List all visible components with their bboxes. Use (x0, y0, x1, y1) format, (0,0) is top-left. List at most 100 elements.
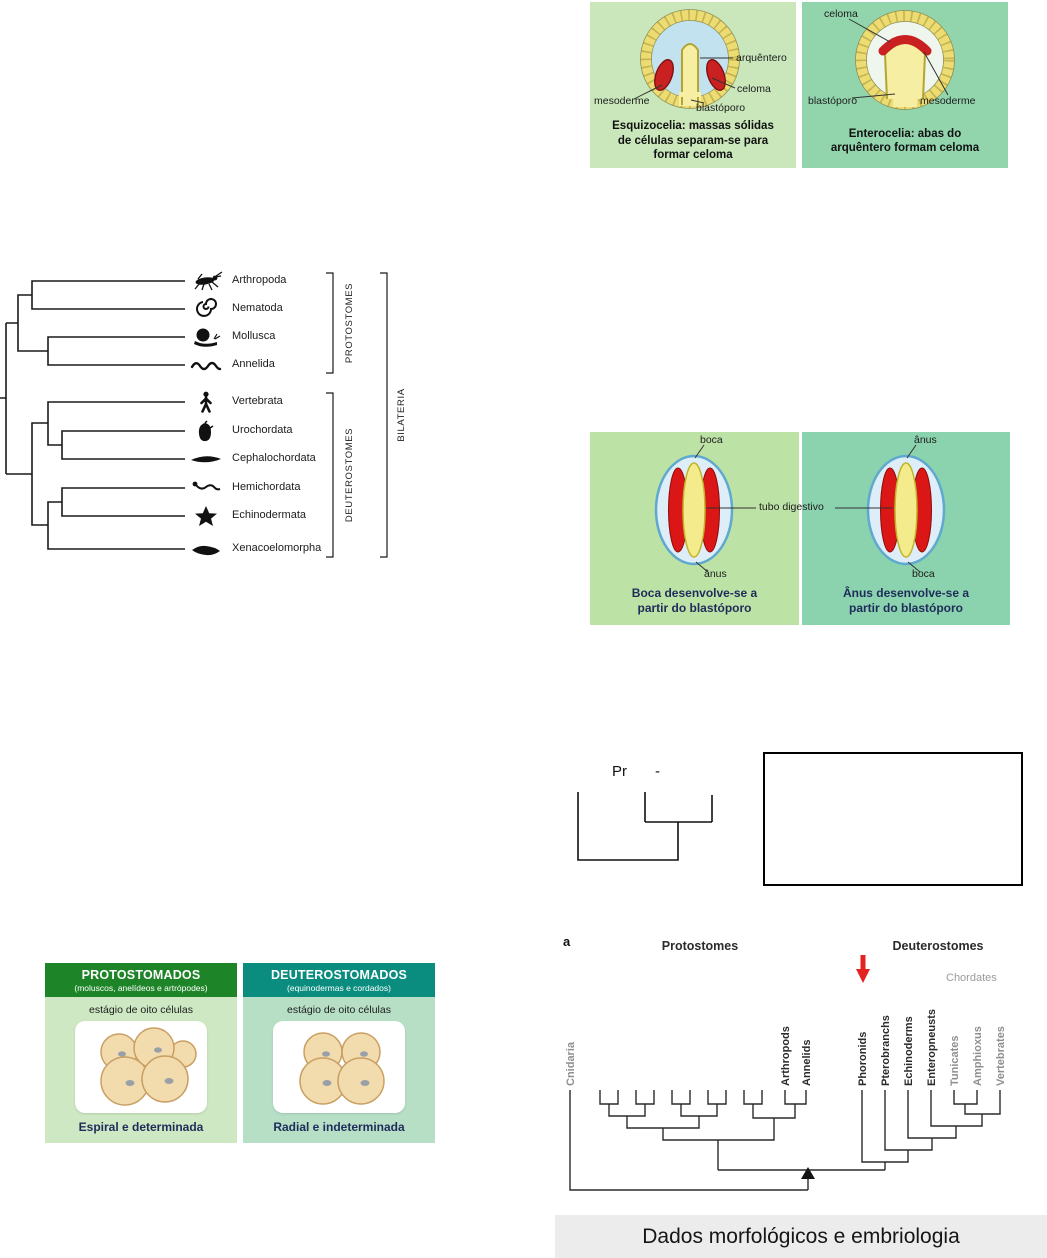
tip-label-amphioxus: Amphioxus (972, 1026, 984, 1086)
radial-caption: Radial e indeterminada (273, 1120, 405, 1134)
deuterostomados-subtitle: (equinodermas e cordados) (287, 982, 391, 993)
tip-label-arthropods: Arthropods (780, 1026, 792, 1086)
cleavage-figure: PROTOSTOMADOS (moluscos, anelídeos e art… (45, 963, 435, 1145)
archenteron-shape (681, 43, 699, 97)
enterocelia-panel: celoma blastóporo mesoderme Enterocelia:… (802, 2, 1008, 168)
coelom-pouches-shape (878, 35, 932, 56)
tip-label-cnidaria: Cnidaria (565, 1041, 577, 1086)
esquizocelia-caption: Esquizocelia: massas sólidas de células … (612, 119, 774, 162)
vertebrata-icon (200, 391, 212, 413)
taxon-label: Xenacoelomorpha (232, 542, 322, 554)
deuterostomes-group-label: DEUTEROSTOMES (344, 428, 355, 522)
radial-embryo-illustration (299, 1032, 385, 1105)
deuterostome-anus-panel: ânus boca Ânus desenvolve-se a partir do… (802, 432, 1010, 625)
red-arrow-icon (856, 955, 870, 983)
celoma-label: celoma (737, 83, 771, 95)
archenteron-shape (883, 42, 927, 100)
cephalochordata-icon (191, 456, 221, 463)
deuterostome-caption: Ânus desenvolve-se a partir do blastópor… (842, 585, 970, 616)
taxon-label: Arthropoda (232, 274, 287, 286)
deuterostomes-header: Deuterostomes (892, 939, 984, 953)
bilateria-cladogram-figure: PROTOSTOMES DEUTEROSTOMES BILATERIA Arth… (0, 265, 420, 570)
figure-caption-bar: Dados morfológicos e embriologia (555, 1215, 1047, 1258)
annotation-pr-text: Pr (612, 763, 627, 780)
protostomes-header: Protostomes (661, 939, 739, 953)
spiral-embryo-image (75, 1021, 207, 1113)
esquizocelia-panel: mesoderme celoma blastóporo arquêntero E… (590, 2, 796, 168)
tip-label-pterobranchs: Pterobranchs (880, 1015, 892, 1086)
esquizocelia-embryo-illustration (633, 9, 740, 109)
digestive-tube-shape (682, 462, 706, 558)
enterocelia-embryo-illustration (848, 10, 955, 110)
protostome-embryo-illustration (654, 444, 734, 573)
deuterostomados-header: DEUTEROSTOMADOS (equinodermas e cordados… (243, 963, 435, 997)
tip-label-annelids: Annelids (801, 1040, 813, 1086)
cladogram-tree-drawing: PROTOSTOMES DEUTEROSTOMES BILATERIA (0, 272, 407, 558)
mesoderme-label: mesoderme (920, 95, 976, 107)
blastopore-opening (679, 92, 701, 106)
taxon-label: Vertebrata (232, 395, 283, 407)
tip-label-tunicates: Tunicates (949, 1035, 961, 1086)
annotation-dash-text: - (655, 763, 660, 780)
mesoderm-mass-right (706, 59, 726, 91)
taxon-label: Nematoda (232, 302, 283, 314)
node-triangle-marker (801, 1167, 815, 1179)
protostomados-title: PROTOSTOMADOS (81, 967, 201, 982)
taxon-label: Echinodermata (232, 509, 306, 521)
taxon-label: Mollusca (232, 330, 276, 342)
stage-label: estágio de oito células (287, 1004, 391, 1016)
hand-annotation: Pr - (575, 758, 725, 868)
deuterostomados-panel: DEUTEROSTOMADOS (equinodermas e cordados… (243, 963, 435, 1143)
deuterostomados-title: DEUTEROSTOMADOS (270, 967, 408, 982)
enterocelia-caption: Enterocelia: abas do arquêntero formam c… (830, 127, 980, 155)
protostomados-header: PROTOSTOMADOS (moluscos, anelídeos e art… (45, 963, 237, 997)
radial-embryo-image (273, 1021, 405, 1113)
blastopore-fate-figure: boca ânus Boca desenvolve-se a partir do… (590, 432, 1010, 625)
phylogeny-tree-drawing: Cnidaria Arthropods Annelids Phoronids P… (565, 1009, 1007, 1191)
anus-label: ânus (914, 434, 937, 446)
tip-label-vertebrates: Vertebrates (995, 1026, 1007, 1086)
tip-label-echinoderms: Echinoderms (903, 1016, 915, 1086)
taxon-label: Cephalochordata (232, 452, 316, 464)
deuterostome-embryo-illustration (866, 444, 946, 573)
panel-letter: a (563, 934, 571, 949)
protostomados-subtitle: (moluscos, anelídeos e artrópodes) (74, 982, 208, 993)
tip-label-phoronids: Phoronids (857, 1032, 869, 1086)
protostomados-panel: PROTOSTOMADOS (moluscos, anelídeos e art… (45, 963, 237, 1143)
celoma-label: celoma (824, 8, 858, 20)
arquentero-label: arquêntero (736, 52, 787, 64)
urochordata-icon (198, 420, 214, 442)
hand-drawn-tree-lines (577, 792, 713, 861)
xenacoelomorpha-icon (192, 545, 220, 556)
tubo-digestivo-label: tubo digestivo (759, 501, 824, 513)
blastopore-opening (893, 93, 917, 107)
boca-label: boca (912, 568, 935, 580)
spiral-embryo-illustration (100, 1027, 197, 1106)
taxon-label: Urochordata (232, 424, 293, 436)
protostomes-group-label: PROTOSTOMES (344, 283, 355, 363)
tip-label-enteropneusts: Enteropneusts (926, 1009, 938, 1086)
nematoda-icon (196, 298, 217, 317)
spiral-caption: Espiral e determinada (78, 1120, 204, 1134)
bilateria-group-label: BILATERIA (396, 388, 407, 441)
annelida-icon (190, 361, 222, 371)
protostome-mouth-panel: boca ânus Boca desenvolve-se a partir do… (590, 432, 799, 625)
echinodermata-icon (195, 506, 217, 526)
arthropoda-icon (194, 271, 223, 291)
coelom-formation-figure: mesoderme celoma blastóporo arquêntero E… (590, 0, 1008, 170)
protostome-caption: Boca desenvolve-se a partir do blastópor… (631, 585, 758, 616)
stage-label: estágio de oito células (89, 1004, 193, 1016)
blastoporo-label: blastóporo (696, 102, 746, 114)
chordates-label: Chordates (946, 972, 997, 984)
morphology-tree-figure: a Protostomes Deuterostomes Chordates Cn… (555, 928, 1047, 1258)
mollusca-icon (194, 328, 221, 347)
boca-label: boca (700, 434, 723, 446)
mesoderme-label: mesoderme (594, 95, 650, 107)
mesoderm-mass-left (654, 59, 674, 91)
taxon-label: Hemichordata (232, 481, 301, 493)
empty-text-box (763, 752, 1023, 886)
anus-label: ânus (704, 568, 727, 580)
digestive-tube-shape (894, 462, 918, 558)
blastoporo-label: blastóporo (808, 95, 858, 107)
